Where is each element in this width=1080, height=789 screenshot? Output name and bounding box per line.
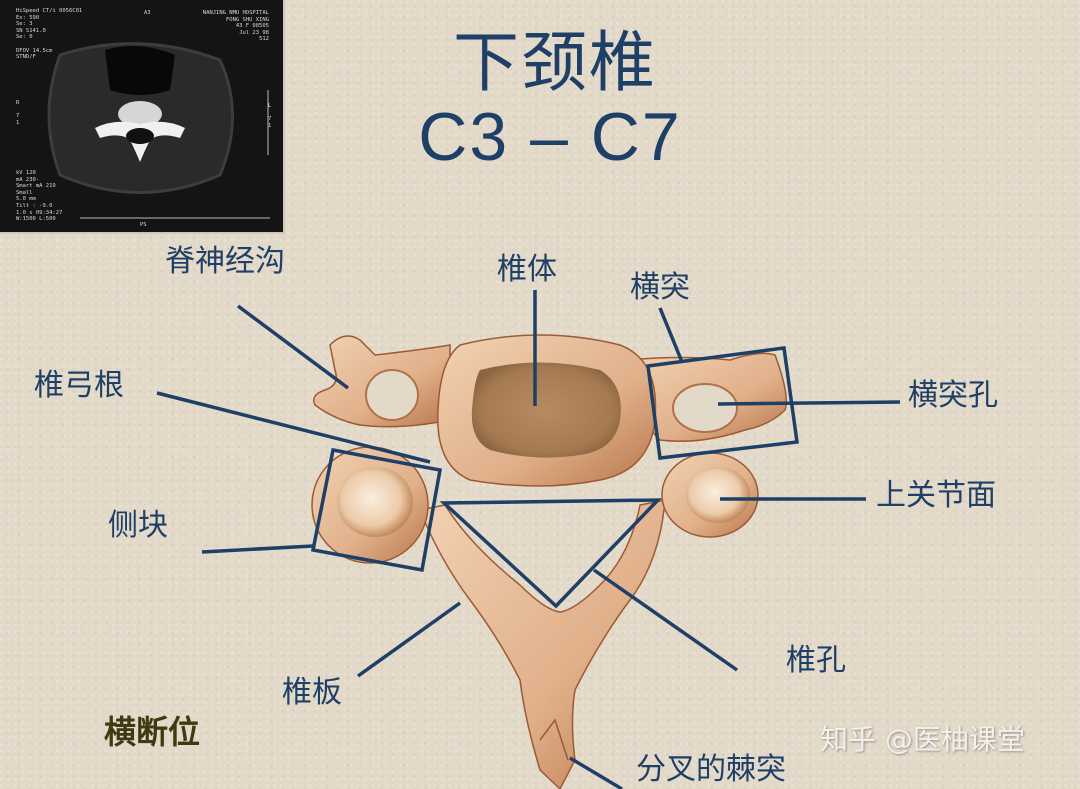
ct-text: STND/F bbox=[16, 54, 36, 61]
ct-text: Small bbox=[16, 189, 33, 196]
leader-spinal-nerve-groove bbox=[236, 304, 350, 390]
box-transverse-process bbox=[646, 346, 799, 460]
box-lateral-mass bbox=[310, 447, 443, 573]
ct-info-top-center: A3 bbox=[144, 10, 151, 16]
leader-lateral-mass bbox=[201, 544, 314, 554]
ct-scan-inset: HiSpeed CT/i 0056C01 Ex: 590 Se: 3 SN S1… bbox=[0, 0, 285, 234]
ct-left-markers: R 7 1 bbox=[16, 100, 19, 126]
triangle-vertebral-foramen bbox=[439, 498, 663, 609]
page-title: 下颈椎 bbox=[453, 24, 657, 101]
right-transverse-foramen-shape bbox=[672, 383, 738, 433]
ct-right-markers: L 7 1 bbox=[268, 103, 271, 129]
ct-text: Jul 23 98 bbox=[239, 29, 269, 36]
vertebral-body-core bbox=[471, 362, 621, 458]
ct-text: NANJING NMU HOSPITAL bbox=[202, 10, 269, 16]
bifid-notch bbox=[539, 718, 569, 761]
ct-info-bottom-left: kV 120 mA 230- Smart mA 219 Small 5.0 mm… bbox=[16, 170, 62, 223]
ct-text: 1 bbox=[268, 122, 272, 129]
ct-scan-image bbox=[47, 42, 270, 219]
ct-text: 5.0 mm bbox=[16, 196, 36, 203]
ct-text: DFOV 14.5cm bbox=[16, 47, 53, 54]
page-subtitle: C3 – C7 bbox=[418, 99, 682, 175]
ct-text: kV 120 bbox=[16, 170, 36, 176]
leader-lines bbox=[156, 290, 901, 789]
leader-pedicle bbox=[156, 391, 431, 464]
label-lamina: 椎板 bbox=[282, 675, 342, 710]
ct-text: FONG SHU XING bbox=[225, 16, 269, 23]
ct-text: 7 bbox=[268, 116, 272, 123]
label-transverse-process: 横突 bbox=[630, 270, 690, 305]
lamina-shape bbox=[418, 499, 666, 789]
left-transverse-foramen-shape bbox=[365, 369, 419, 421]
ct-text: mA 230- bbox=[16, 176, 40, 183]
ct-text: 7 bbox=[16, 113, 20, 120]
label-bifid-spinous-process: 分叉的棘突 bbox=[636, 752, 786, 787]
section-label: 横断位 bbox=[104, 713, 201, 751]
ct-info-top-left: HiSpeed CT/i 0056C01 Ex: 590 Se: 3 SN S1… bbox=[16, 8, 82, 61]
left-facet-shape bbox=[337, 467, 413, 537]
ct-text: 512 bbox=[259, 36, 269, 43]
leader-vertebral-foramen bbox=[592, 568, 739, 672]
ct-text: Se: 3 bbox=[16, 21, 33, 28]
label-spinal-nerve-groove: 脊神经沟 bbox=[165, 244, 285, 279]
label-vertebral-foramen: 椎孔 bbox=[786, 643, 846, 678]
label-lateral-mass: 侧块 bbox=[108, 508, 168, 543]
label-pedicle: 椎弓根 bbox=[34, 368, 124, 403]
ct-text: Se: 0 bbox=[16, 34, 33, 41]
ct-info-top-right: NANJING NMU HOSPITAL FONG SHU XING 43 F … bbox=[203, 10, 269, 43]
superior-facet-shape bbox=[686, 467, 750, 523]
ct-text: HiSpeed CT/i 0056C01 bbox=[16, 8, 83, 14]
ct-text: 43 F 08505 bbox=[235, 23, 269, 30]
leader-lamina bbox=[356, 601, 462, 678]
ct-text: Smart mA 219 bbox=[16, 183, 56, 190]
ct-text: 1.0 s 09:34:27 bbox=[16, 209, 63, 216]
ct-text: W:1500 L:500 bbox=[16, 216, 56, 223]
watermark: 知乎 @医柚课堂 bbox=[820, 723, 1025, 756]
ct-text: R bbox=[16, 100, 20, 106]
label-superior-articular-facet: 上关节面 bbox=[876, 478, 996, 513]
label-transverse-foramen: 横突孔 bbox=[908, 378, 998, 413]
label-vertebral-body: 椎体 bbox=[497, 252, 557, 287]
leader-transverse-process bbox=[658, 307, 684, 363]
ct-info-bottom-center: PS bbox=[140, 222, 147, 228]
ct-text: SN S141.0 bbox=[16, 27, 46, 34]
ct-text: Ex: 590 bbox=[16, 14, 40, 21]
ct-text: Tilt : -9.0 bbox=[16, 202, 53, 209]
leader-transverse-foramen bbox=[717, 400, 901, 406]
ct-text: L bbox=[268, 103, 272, 109]
leader-bifid-spinous-process bbox=[569, 756, 623, 789]
ct-text: 1 bbox=[16, 119, 20, 126]
